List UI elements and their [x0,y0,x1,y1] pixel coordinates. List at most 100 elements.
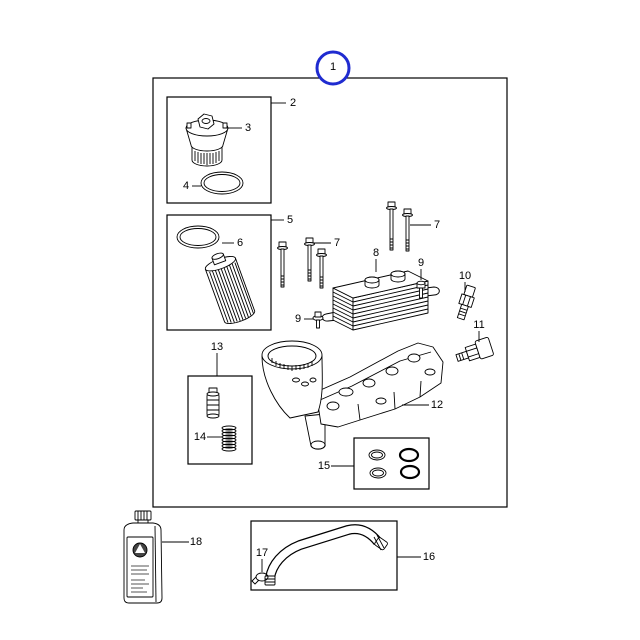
seal-kit [368,447,421,480]
bolt [402,208,413,252]
screw-right [416,280,426,299]
bolt-thread [281,275,284,286]
fitting-clamp [373,534,385,551]
oil-bottle [123,510,163,604]
callout-number[interactable]: 14 [194,431,206,443]
valve-kit-frame [187,375,253,465]
housing-canister-ribs [271,358,313,371]
element-o-ring [176,225,220,249]
housing-manifold [315,342,444,428]
callout-15[interactable]: 15 [318,460,354,472]
cap-tab-left [186,122,192,129]
bolt [316,248,327,289]
callout-7-right[interactable]: 7 [410,219,440,231]
sensor-hex-edges [466,347,479,358]
callout-number[interactable]: 7 [334,237,340,249]
housing-boss [375,397,387,405]
callout-number[interactable]: 18 [190,536,202,548]
callout-number[interactable]: 3 [245,122,251,134]
callout-number[interactable]: 10 [459,270,471,282]
oil-filter-housing [261,340,444,450]
bolt-thread [390,238,393,249]
cooler-tab-right [425,286,440,297]
coolant-hose [264,524,388,586]
callout-9-left[interactable]: 9 [295,313,313,325]
screw-shaft [316,319,320,329]
callout-12[interactable]: 12 [402,399,443,411]
callout-10[interactable]: 10 [459,270,471,292]
fitting-body [264,575,276,586]
callout-number[interactable]: 8 [373,247,379,259]
spring-coil [221,446,237,452]
callout-18[interactable]: 18 [162,536,202,548]
callout-2[interactable]: 2 [271,97,296,109]
filter-element-kit-frame [166,214,272,331]
callout-17[interactable]: 17 [256,547,268,572]
housing-manifold-edge [319,351,432,421]
callout-number[interactable]: 1 [330,61,336,73]
temperature-sensor [455,336,494,362]
callout-number[interactable]: 11 [473,319,484,331]
callout-14[interactable]: 14 [194,431,222,443]
callout-number[interactable]: 7 [434,219,440,231]
housing-canister-window [292,377,300,383]
callout-7-left[interactable]: 7 [313,237,340,249]
hose-fill [266,525,381,579]
callout-number[interactable]: 9 [295,313,301,325]
housing-canister-window [301,381,309,387]
callout-number[interactable]: 5 [287,214,293,226]
bottle-label-lines [131,565,149,593]
housing-port [407,353,421,363]
housing-port [362,378,376,388]
callout-6[interactable]: 6 [222,237,243,249]
clamp-tab [251,576,260,585]
callout-number[interactable]: 2 [290,97,296,109]
check-valve [206,387,220,419]
housing-canister [261,355,323,419]
seal-ring [398,447,420,463]
callout-number[interactable]: 9 [418,257,424,269]
oil-filter-element [204,252,256,324]
bolt [386,201,397,251]
callout-13[interactable]: 13 [211,341,223,376]
spring-coil [221,443,237,449]
sensor-thread-lines [458,352,465,361]
callout-16[interactable]: 16 [397,551,435,563]
filter-cap [185,113,229,167]
callout-number[interactable]: 16 [423,551,435,563]
screw-head [314,311,322,318]
bolt-thread [308,269,311,280]
seal-ring [371,451,383,459]
bottle-cap-ridges [137,511,148,520]
callout-3[interactable]: 3 [226,122,251,134]
callout-number[interactable]: 6 [237,237,243,249]
callout-number[interactable]: 17 [256,547,268,559]
sensor-hex-edges [462,294,471,307]
seal-ring [368,449,386,461]
callout-1[interactable]: 1 [315,50,351,86]
valve-rings [207,399,219,411]
bolt-shaft [280,248,285,288]
callout-5[interactable]: 5 [271,214,293,226]
callout-number[interactable]: 12 [431,399,443,411]
cap-ridges [194,151,220,165]
callout-4[interactable]: 4 [183,180,201,192]
screw-shaft [419,287,423,299]
spring-coil [221,425,237,431]
callout-9-right[interactable]: 9 [418,257,424,280]
callout-8[interactable]: 8 [373,247,379,272]
housing-canister-window [309,377,317,383]
callout-number[interactable]: 15 [318,460,330,472]
cap-o-ring [200,171,244,195]
spring-coil [221,428,237,434]
housing-canister-opening [267,345,317,367]
selected-callout-ring[interactable] [315,50,351,86]
callout-number[interactable]: 4 [183,180,189,192]
fitting-body [374,537,388,551]
o-ring-inner [179,228,217,246]
callout-11[interactable]: 11 [473,319,485,342]
callout-number[interactable]: 13 [211,341,223,353]
spring-coil [221,437,237,443]
hose-end-fitting [373,534,388,551]
